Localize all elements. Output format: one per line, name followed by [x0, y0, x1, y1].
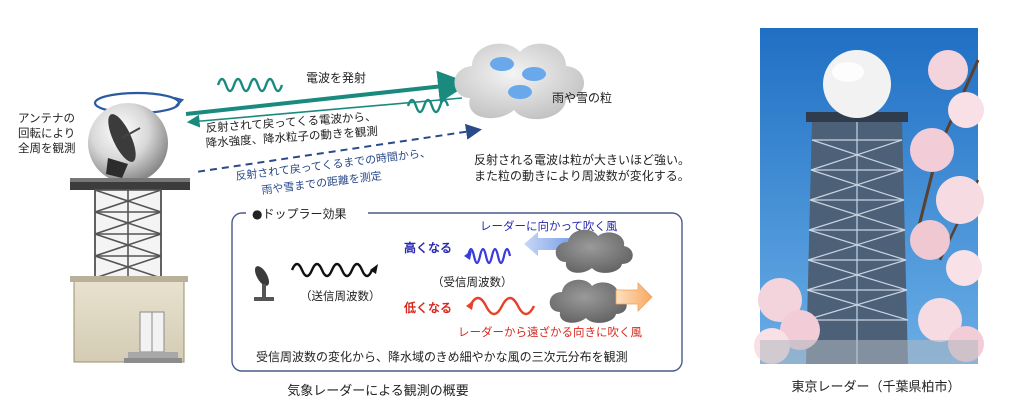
- doppler-box: ●ドップラー効果 （送信周波数） 高くなる レーダーに向かって吹く風 （受信周波…: [231, 205, 683, 372]
- tokyo-radar-photo: [754, 28, 984, 364]
- higher-wave: [466, 247, 512, 265]
- emit-label: 電波を発射: [306, 70, 366, 85]
- received-freq-label: （受信周波数）: [432, 275, 513, 289]
- antenna-label: アンテナの 回転により 全周を観測: [18, 111, 76, 155]
- small-radar-icon: [254, 266, 274, 301]
- lower-wave: [468, 296, 536, 316]
- return-arrow: [186, 97, 463, 128]
- reflect-label: 反射されて戻ってくる電波から、 降水強度、降水粒子の動きを観測: [205, 109, 378, 150]
- precipitation-cloud: [454, 43, 584, 120]
- away-wind-label: レーダーから遠ざかる向きに吹く風: [458, 325, 642, 339]
- transmit-wave: [290, 262, 374, 278]
- emitted-wave: [216, 77, 284, 93]
- transmit-freq-label: （送信周波数）: [300, 289, 381, 303]
- antenna-dish-icon: [106, 114, 141, 178]
- particle-icon: [508, 85, 532, 99]
- doppler-title: ●ドップラー効果: [252, 206, 346, 221]
- away-wind-arrow: [615, 282, 653, 312]
- higher-label: 高くなる: [404, 240, 452, 255]
- reflect-note: 反射される電波は粒が大きいほど強い。 また粒の動きにより周波数が変化する。: [474, 152, 690, 183]
- time-label: 反射されて戻ってくるまでの時間から、 雨や雪までの距離を測定: [235, 145, 432, 197]
- svg-text:回転により: 回転により: [18, 126, 75, 140]
- toward-wind-label: レーダーに向かって吹く風: [480, 219, 618, 233]
- radar-tower: [70, 91, 190, 363]
- lower-label: 低くなる: [403, 300, 452, 315]
- reflected-wave: [406, 98, 450, 114]
- photo-caption: 東京レーダー（千葉県柏市）: [791, 380, 961, 395]
- svg-text:また粒の動きにより周波数が変化する。: また粒の動きにより周波数が変化する。: [474, 168, 690, 183]
- diagram-caption: 気象レーダーによる観測の概要: [287, 384, 469, 399]
- doppler-summary: 受信周波数の変化から、降水域のきめ細やかな風の三次元分布を観測: [256, 349, 628, 364]
- particle-icon: [490, 57, 514, 71]
- dark-cloud-lower: [549, 279, 627, 323]
- particle-icon: [522, 67, 546, 81]
- svg-text:全周を観測: 全周を観測: [18, 141, 76, 155]
- lattice-tower: [94, 189, 162, 279]
- emit-arrow: [185, 70, 470, 116]
- dark-cloud-upper: [555, 229, 633, 273]
- svg-text:アンテナの: アンテナの: [18, 111, 75, 125]
- photo-dome: [823, 50, 891, 118]
- radar-building: [73, 277, 185, 363]
- svg-text:反射される電波は粒が大きいほど強い。: 反射される電波は粒が大きいほど強い。: [474, 152, 690, 167]
- particles-label: 雨や雪の粒: [552, 90, 612, 105]
